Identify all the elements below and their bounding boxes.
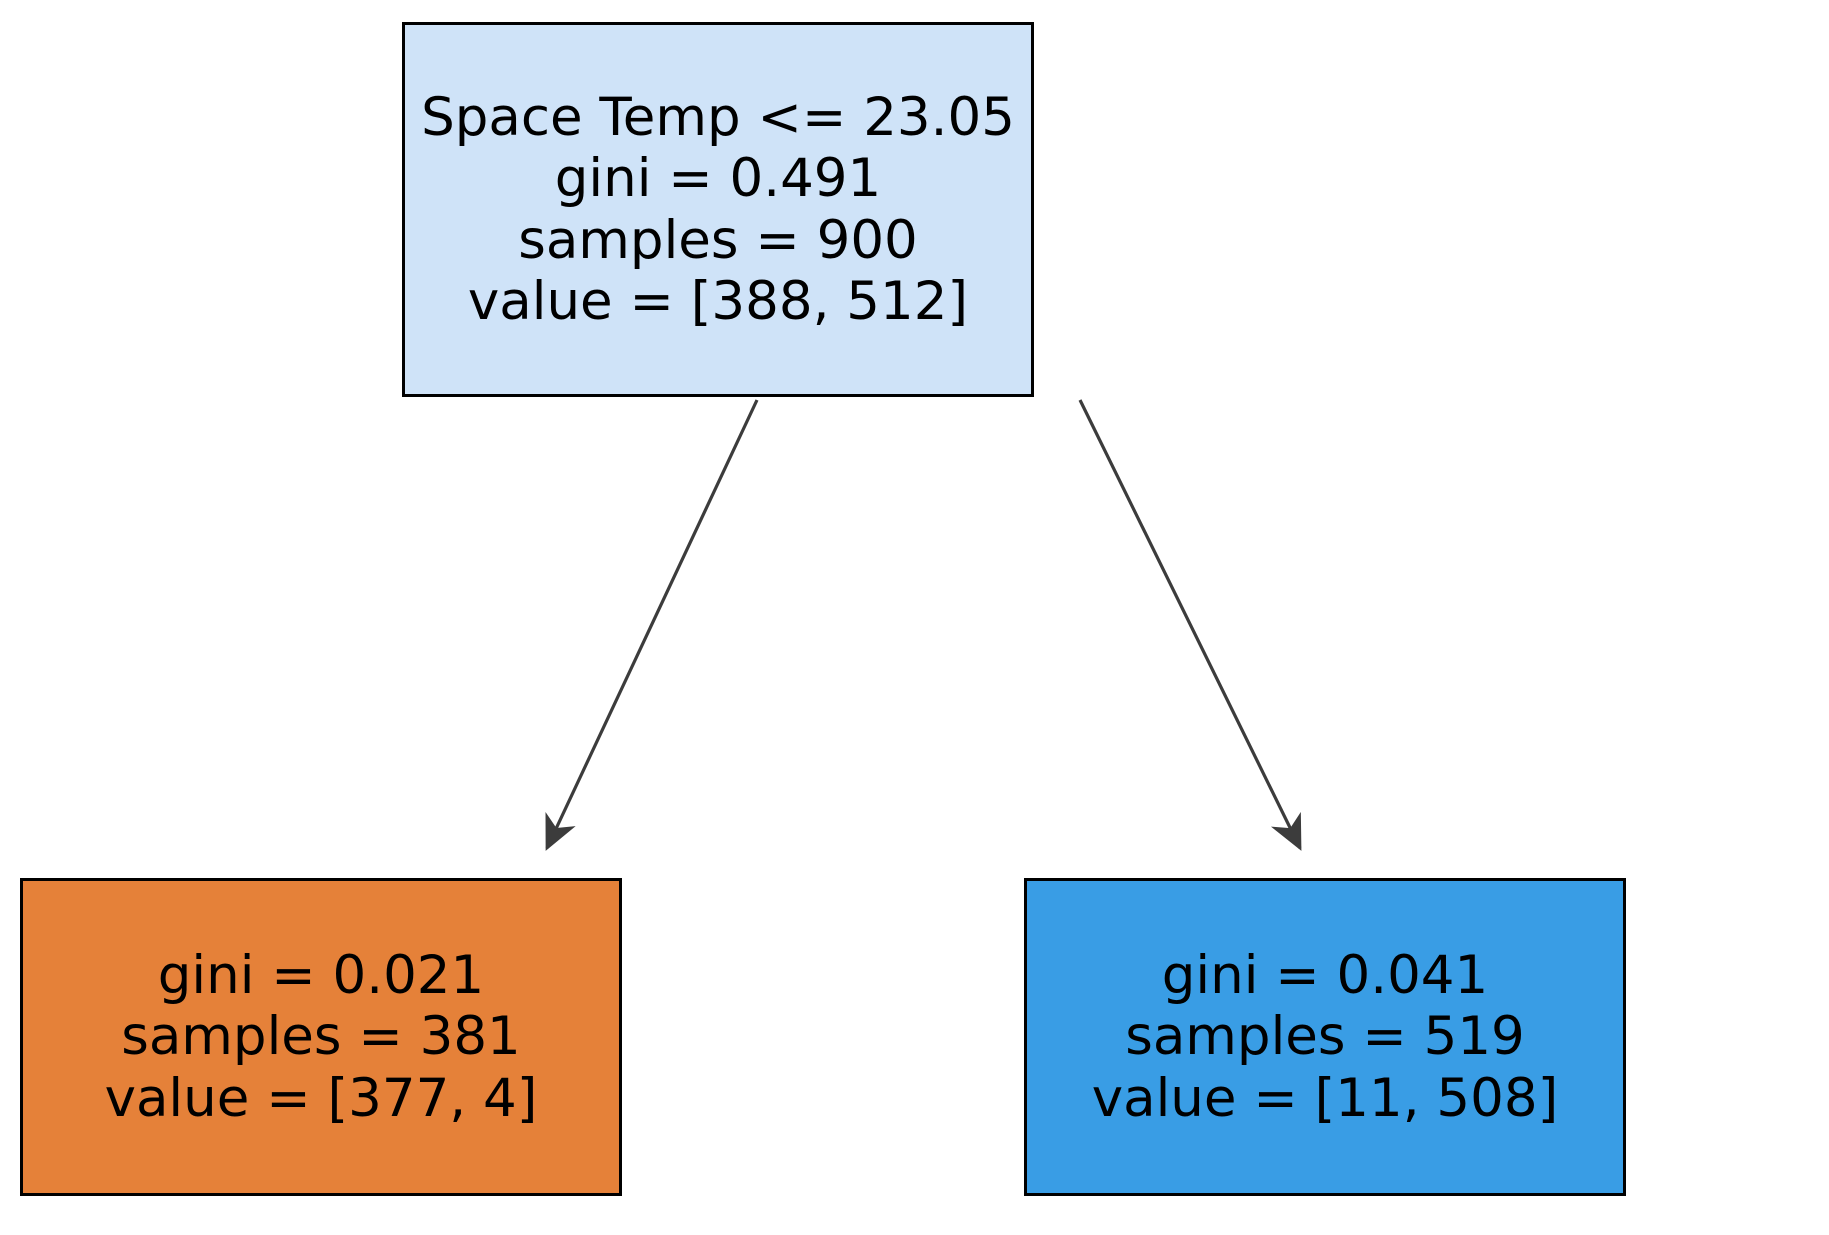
edge-root-to-right: [1078, 399, 1302, 851]
tree-node-left-leaf[interactable]: gini = 0.021 samples = 381 value = [377,…: [20, 878, 622, 1196]
left-value-text: value = [377, 4]: [104, 1067, 538, 1129]
root-condition-text: Space Temp <= 23.05: [421, 86, 1015, 148]
left-samples-text: samples = 381: [121, 1006, 521, 1068]
tree-node-right-leaf[interactable]: gini = 0.041 samples = 519 value = [11, …: [1024, 878, 1626, 1196]
root-value-text: value = [388, 512]: [467, 270, 969, 332]
root-samples-text: samples = 900: [518, 209, 918, 271]
root-gini-text: gini = 0.491: [554, 148, 882, 210]
edge-root-to-left: [545, 399, 759, 851]
right-samples-text: samples = 519: [1125, 1006, 1525, 1068]
right-value-text: value = [11, 508]: [1091, 1067, 1559, 1129]
right-gini-text: gini = 0.041: [1161, 944, 1489, 1006]
tree-node-root[interactable]: Space Temp <= 23.05 gini = 0.491 samples…: [402, 22, 1034, 397]
left-gini-text: gini = 0.021: [157, 944, 485, 1006]
